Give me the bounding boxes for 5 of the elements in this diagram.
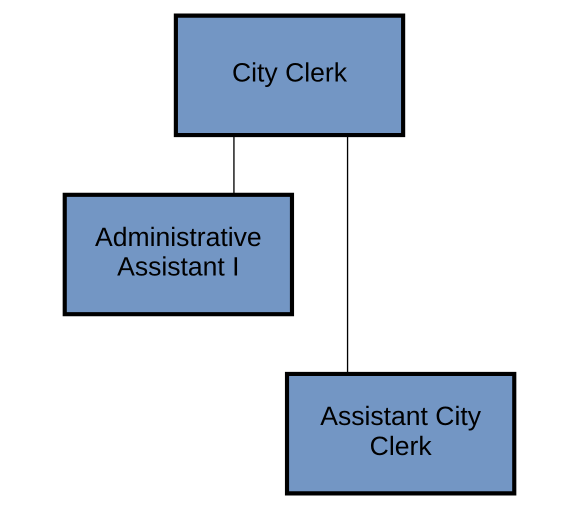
node-box: City Clerk [173,13,405,137]
connector [232,135,234,194]
node-box: Administrative Assistant I [62,192,294,316]
connector [346,134,348,373]
node-box: Assistant City Clerk [284,371,516,495]
